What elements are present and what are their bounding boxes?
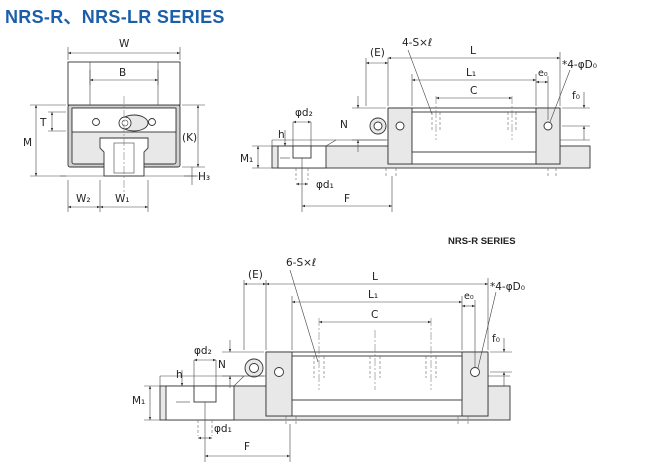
dim-h: h bbox=[176, 369, 183, 381]
dim-F: F bbox=[244, 441, 250, 453]
dim-D0: *4-φD₀ bbox=[562, 59, 597, 71]
dim-S: 4-S×ℓ bbox=[402, 37, 432, 49]
dim-M1: M₁ bbox=[240, 153, 253, 165]
dim-W1: W₁ bbox=[115, 193, 130, 205]
dim-d2: φd₂ bbox=[194, 345, 212, 357]
dim-d2: φd₂ bbox=[295, 107, 313, 119]
dim-L1: L₁ bbox=[368, 289, 378, 301]
front-view: W B T M (K) H₃ W₂ W₁ bbox=[23, 38, 210, 212]
dim-M1: M₁ bbox=[132, 395, 145, 407]
dim-N: N bbox=[218, 359, 226, 371]
page-title: NRS-R、NRS-LR SERIES bbox=[5, 7, 225, 27]
dim-h: h bbox=[278, 129, 285, 141]
side-view-top: (E) 4-S×ℓ L L₁ C e₀ *4-φD₀ f₀ N φd₂ h M₁… bbox=[240, 37, 597, 212]
dim-K: (K) bbox=[182, 132, 197, 144]
dim-E: (E) bbox=[248, 269, 263, 281]
dim-L1: L₁ bbox=[466, 67, 476, 79]
dim-L: L bbox=[470, 45, 476, 57]
dim-W: W bbox=[119, 38, 130, 50]
dim-T: T bbox=[39, 117, 47, 129]
dim-H3: H₃ bbox=[198, 171, 210, 183]
dim-L: L bbox=[372, 271, 378, 283]
dim-C: C bbox=[371, 309, 378, 321]
dim-e0: e₀ bbox=[464, 291, 474, 302]
dim-d1: φd₁ bbox=[316, 179, 334, 191]
series-subtitle: NRS-R SERIES bbox=[448, 236, 516, 247]
dim-N: N bbox=[340, 119, 348, 131]
dim-S: 6-S×ℓ bbox=[286, 257, 316, 269]
dim-f0: f₀ bbox=[572, 90, 580, 102]
dim-F: F bbox=[344, 193, 350, 205]
dim-W2: W₂ bbox=[76, 193, 91, 205]
dim-d1: φd₁ bbox=[214, 423, 232, 435]
dim-M: M bbox=[23, 137, 32, 149]
side-view-bottom: (E) 6-S×ℓ L L₁ C e₀ *4-φD₀ f₀ N φd₂ h M₁… bbox=[132, 257, 525, 462]
dim-D0: *4-φD₀ bbox=[490, 281, 525, 293]
dim-f0: f₀ bbox=[492, 333, 500, 345]
dim-e0: e₀ bbox=[538, 68, 548, 79]
dim-E: (E) bbox=[370, 47, 385, 59]
dim-C: C bbox=[470, 85, 477, 97]
dim-B: B bbox=[119, 67, 126, 79]
